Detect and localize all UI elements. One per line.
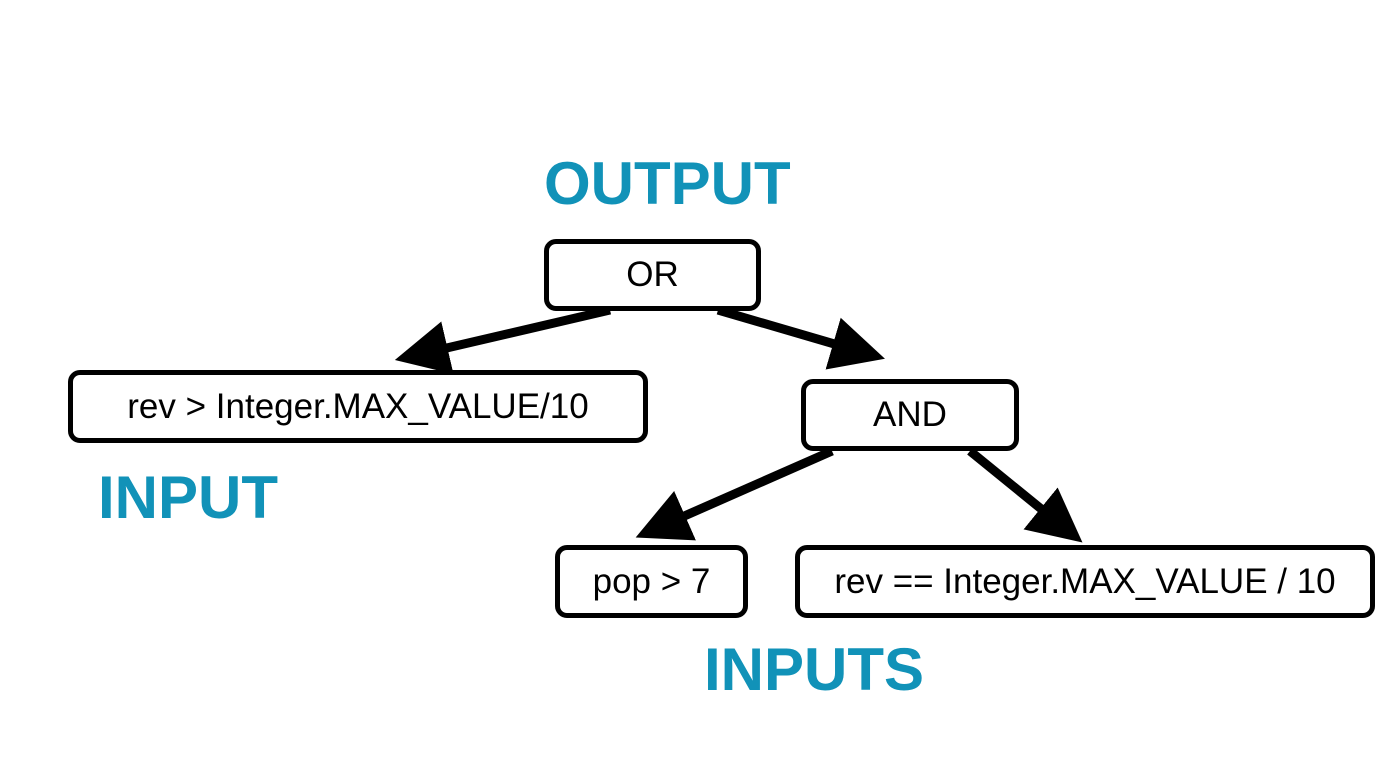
rev-greater-node-text: rev > Integer.MAX_VALUE/10: [127, 386, 589, 426]
edge-and-to-pop-gt: [635, 446, 834, 541]
and-node-text: AND: [873, 395, 947, 434]
rev-greater-node: rev > Integer.MAX_VALUE/10: [68, 370, 648, 443]
and-node: AND: [801, 379, 1019, 451]
rev-equals-node-text: rev == Integer.MAX_VALUE / 10: [834, 561, 1336, 601]
or-node-text: OR: [626, 255, 679, 294]
edge-or-to-and: [716, 305, 885, 370]
inputs-label: INPUTS: [704, 636, 925, 703]
or-node: OR: [544, 239, 761, 311]
pop-greater-node: pop > 7: [555, 545, 748, 618]
rev-equals-node: rev == Integer.MAX_VALUE / 10: [795, 545, 1375, 618]
edge-or-to-rev-gt: [394, 305, 612, 375]
pop-greater-node-text: pop > 7: [592, 561, 711, 601]
output-label: OUTPUT: [544, 150, 791, 217]
edge-and-to-rev-eq: [967, 447, 1083, 543]
input-label: INPUT: [98, 464, 278, 531]
